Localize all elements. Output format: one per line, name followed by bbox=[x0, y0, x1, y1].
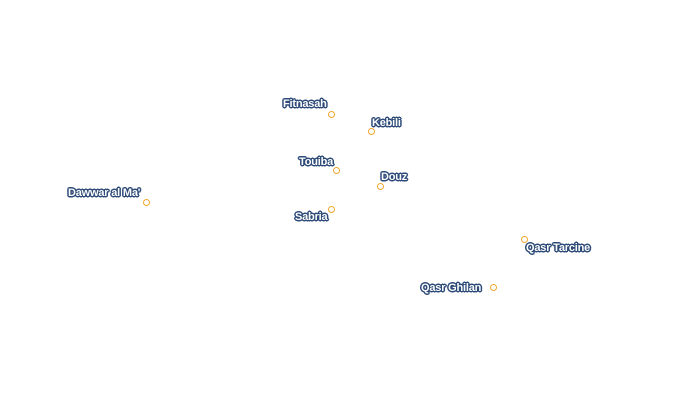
douz-marker[interactable] bbox=[376, 182, 384, 190]
dawwar-al-ma-marker[interactable] bbox=[142, 198, 150, 206]
touiba-marker[interactable] bbox=[332, 166, 340, 174]
douz-label: Douz bbox=[381, 171, 408, 183]
qasr-tarcine-label: Qasr Tarcine bbox=[526, 242, 591, 254]
sabria-label: Sabria bbox=[295, 211, 328, 223]
kebili-label: Kebili bbox=[372, 117, 401, 129]
qasr-ghilan-marker[interactable] bbox=[489, 283, 497, 291]
qasr-ghilan-label: Qasr Ghilan bbox=[421, 282, 482, 294]
touiba-label: Touiba bbox=[299, 156, 334, 168]
sabria-marker[interactable] bbox=[327, 205, 335, 213]
kebili-marker[interactable] bbox=[367, 127, 375, 135]
dawwar-al-ma-label: Dawwar al Ma' bbox=[68, 187, 141, 199]
fitnasah-marker[interactable] bbox=[327, 110, 335, 118]
qasr-tarcine-marker[interactable] bbox=[520, 235, 528, 243]
fitnasah-label: Fitnasah bbox=[283, 98, 327, 110]
